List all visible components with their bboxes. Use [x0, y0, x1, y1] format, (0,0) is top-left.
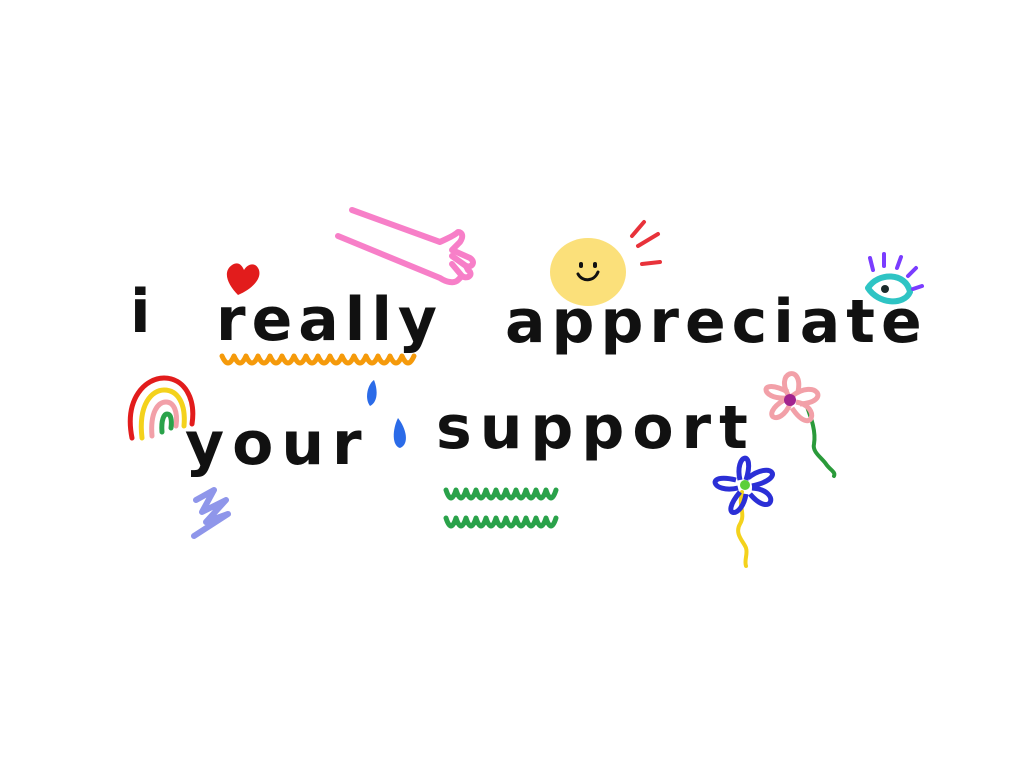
sparkle-icon	[630, 220, 662, 266]
rainbow-icon	[127, 375, 196, 441]
smiley-face-icon	[550, 238, 626, 306]
message-word-your: your	[185, 409, 370, 479]
tear-drops-icon	[367, 380, 406, 448]
message-word-appreciate: appreciate	[505, 287, 928, 357]
flower-icon	[763, 371, 837, 478]
orange-squiggle	[219, 353, 417, 366]
message-word-support: support	[436, 393, 756, 463]
flower-icon	[712, 455, 775, 568]
green-squiggle	[443, 487, 559, 529]
eye-icon	[865, 252, 924, 305]
heart-icon	[226, 263, 260, 295]
zigzag-icon	[191, 487, 231, 539]
message-word-really: really	[216, 285, 444, 355]
pointing-hand-icon	[335, 207, 476, 286]
message-word-i: i	[130, 277, 151, 347]
